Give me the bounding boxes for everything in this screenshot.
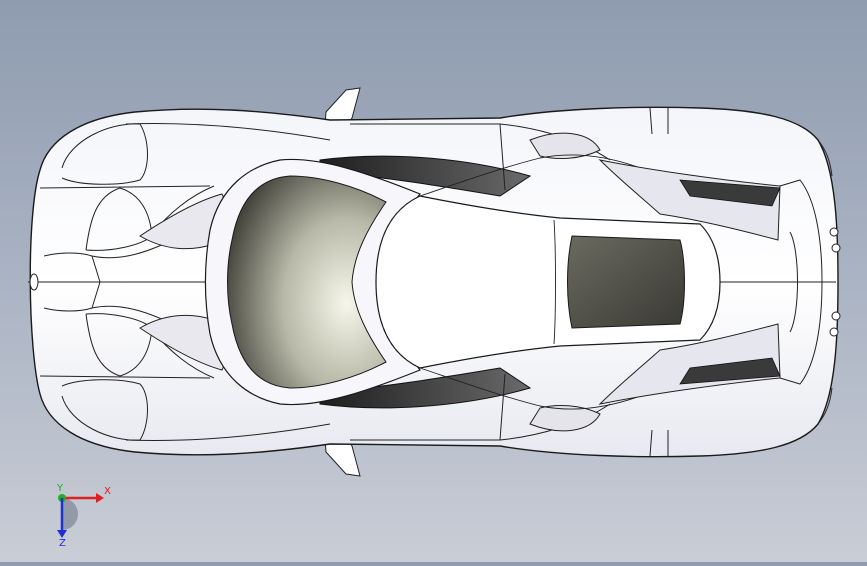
x-arrow-head-icon <box>96 493 104 503</box>
rear-window <box>567 235 685 329</box>
canopy-glass <box>227 175 387 389</box>
badge-icon <box>29 273 39 291</box>
rear-buttress-bottom <box>598 323 781 405</box>
rear-vent-bottom <box>679 357 781 385</box>
rear-end <box>779 139 841 425</box>
z-axis-label: Z <box>59 538 66 549</box>
tail-light-icon <box>831 243 841 253</box>
tail-light-icon <box>829 327 839 337</box>
x-axis-label: X <box>104 486 111 497</box>
z-arrow-head-icon <box>57 530 67 538</box>
rear-intake-bottom <box>529 405 601 432</box>
y-axis-label: Y <box>56 483 64 494</box>
rear-vent-top <box>679 179 781 207</box>
engine-cover-lines <box>419 154 661 410</box>
rear-buttress-top <box>598 159 781 241</box>
front-fender-top <box>39 123 331 251</box>
axis-triad: X Y Z <box>40 480 120 550</box>
tail-light-icon <box>829 227 839 237</box>
rear-intake-top <box>529 132 601 159</box>
tail-light-icon <box>831 311 841 321</box>
triad-shadow <box>62 498 78 530</box>
